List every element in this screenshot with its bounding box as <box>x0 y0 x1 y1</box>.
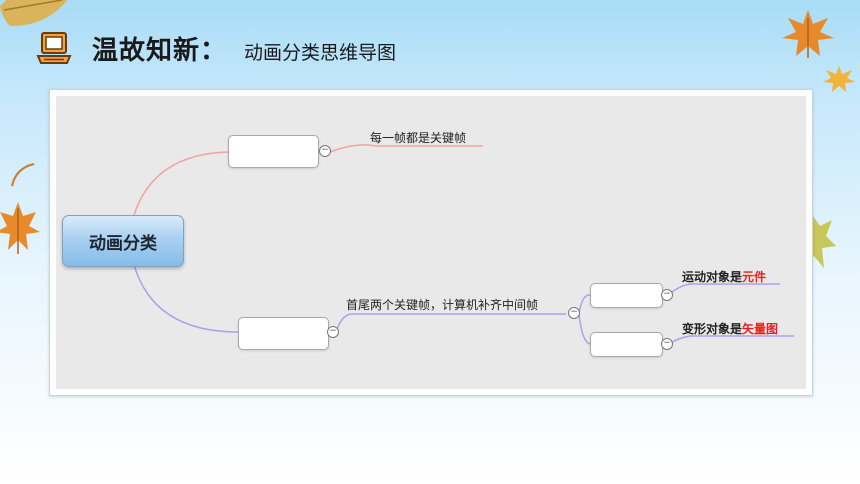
root-node[interactable]: 动画分类 <box>62 215 184 267</box>
mindmap-frame: 动画分类 − 每一帧都是关键帧 − 首尾两个关键帧，计算机补齐中间帧 − − 运… <box>49 89 813 396</box>
page-title: 温故知新： <box>92 36 228 66</box>
leaf-icon <box>823 66 855 92</box>
collapse-toggle[interactable]: − <box>319 145 331 157</box>
computer-icon <box>36 32 72 64</box>
branch-note-1: 每一帧都是关键帧 <box>370 131 467 145</box>
sub-label-2-highlight: 矢量图 <box>742 322 779 336</box>
connector-branch1-note <box>329 144 483 153</box>
sub-label-2: 变形对象是矢量图 <box>682 320 778 337</box>
mindmap-canvas: 动画分类 − 每一帧都是关键帧 − 首尾两个关键帧，计算机补齐中间帧 − − 运… <box>56 96 806 389</box>
connector-branch2-note <box>335 313 566 333</box>
connector-root-branch1 <box>133 151 229 216</box>
leaf-icon <box>782 10 834 58</box>
branch-node-1[interactable] <box>228 135 319 168</box>
connector-split-sub2 <box>578 313 591 345</box>
collapse-toggle[interactable]: − <box>568 307 580 319</box>
branch-note-2: 首尾两个关键帧，计算机补齐中间帧 <box>346 298 539 312</box>
sub-label-1-highlight: 元件 <box>742 270 767 284</box>
collapse-toggle[interactable]: − <box>661 289 673 301</box>
connector-split-sub1 <box>578 294 591 315</box>
connector-sub1-label <box>668 283 780 296</box>
leaf-icon <box>11 163 35 187</box>
branch-node-2[interactable] <box>238 317 329 350</box>
page-subtitle: 动画分类思维导图 <box>244 42 397 64</box>
collapse-toggle[interactable]: − <box>327 326 339 338</box>
collapse-toggle[interactable]: − <box>661 338 673 350</box>
leaf-icon <box>0 202 40 254</box>
sub-node-2[interactable] <box>590 332 663 357</box>
leaf-icon <box>0 0 68 26</box>
sub-node-1[interactable] <box>590 283 663 308</box>
sub-label-1-prefix: 运动对象是 <box>682 270 743 284</box>
connector-root-branch2 <box>133 264 239 333</box>
connector-sub2-label <box>668 335 794 345</box>
sub-label-1: 运动对象是元件 <box>682 268 766 285</box>
sub-label-2-prefix: 变形对象是 <box>682 322 743 336</box>
leaf-icon <box>806 212 836 268</box>
